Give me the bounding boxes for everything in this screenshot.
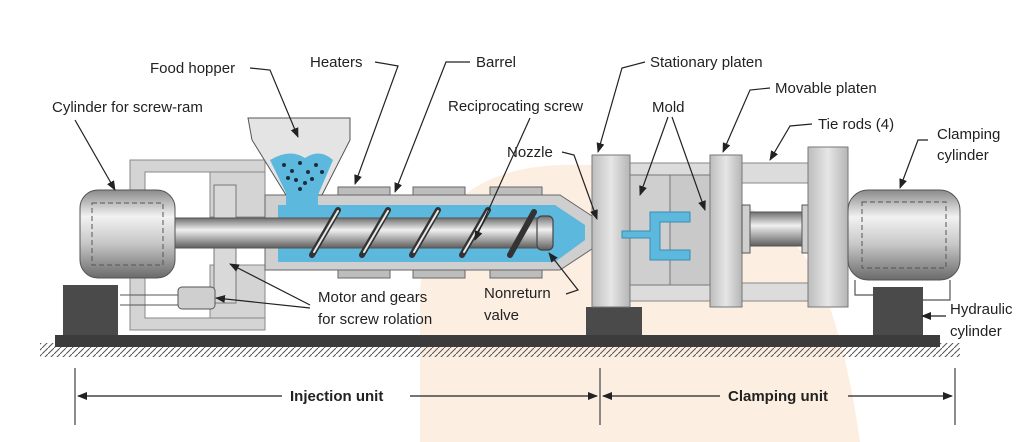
leader-motor-gears-b (215, 294, 311, 309)
label-nozzle: Nozzle (507, 144, 553, 161)
label-movable-platen: Movable platen (775, 80, 877, 97)
label-stationary-platen: Stationary platen (650, 54, 763, 71)
ram-collar-1 (741, 204, 751, 254)
nonreturn-valve (536, 215, 554, 251)
label-clamping-cylinder-2: cylinder (937, 147, 989, 164)
leader-stationary-platen (596, 61, 646, 153)
leader-barrel (394, 61, 470, 193)
label-nonreturn-1: Nonreturn (484, 285, 551, 302)
leader-nozzle (561, 151, 598, 220)
movable-platen (709, 154, 743, 308)
label-nonreturn-2: valve (484, 307, 519, 324)
label-mold: Mold (652, 99, 685, 116)
leader-heaters (354, 61, 399, 185)
leader-food-hopper (249, 67, 299, 138)
dim-injection-unit: Injection unit (290, 388, 383, 405)
leader-motor-gears-a (229, 263, 311, 306)
motor (177, 286, 216, 310)
label-motor-gears-2: for screw rolation (318, 311, 432, 328)
injection-frame (129, 159, 266, 331)
leader-mold-right (671, 116, 706, 211)
pellets (282, 161, 324, 191)
support-foot-middle (586, 307, 642, 335)
leader-cylinder-screw-ram (74, 119, 116, 191)
leader-tie-rods (769, 123, 813, 161)
label-tie-rods: Tie rods (4) (818, 116, 894, 133)
leader-reciprocating-screw (474, 117, 531, 241)
label-hydraulic-2: cylinder (950, 323, 1002, 340)
mold-half-movable (669, 174, 711, 286)
label-food-hopper: Food hopper (150, 60, 235, 77)
motor-leads (120, 294, 178, 306)
label-reciprocating-screw: Reciprocating screw (448, 98, 583, 115)
hydraulic-cylinder-block (873, 287, 923, 335)
screw-shaft (174, 217, 546, 249)
dim-clamping-unit: Clamping unit (728, 388, 828, 405)
hopper-throat (286, 193, 318, 207)
label-barrel: Barrel (476, 54, 516, 71)
screw-ram-cylinder-dash (91, 202, 164, 266)
label-heaters: Heaters (310, 54, 363, 71)
label-motor-gears-1: Motor and gears (318, 289, 427, 306)
machine-base (55, 335, 940, 347)
hydraulic-lines (854, 280, 951, 301)
label-clamping-cylinder-1: Clamping (937, 126, 1000, 143)
leader-mold-left (639, 116, 669, 196)
label-hydraulic-1: Hydraulic (950, 301, 1013, 318)
support-foot-left (63, 285, 118, 335)
leader-clamping-cylinder (899, 139, 928, 189)
leader-nonreturn (548, 252, 579, 295)
label-cylinder-screw-ram: Cylinder for screw-ram (52, 99, 203, 116)
screw-flight-highlights (313, 210, 489, 253)
mold-cavity (621, 211, 691, 261)
heaters-top (337, 186, 543, 196)
clamping-cylinder-dash (861, 201, 947, 269)
heaters-bottom (337, 269, 543, 279)
clamping-cylinder (847, 189, 961, 281)
leader-movable-platen (722, 87, 771, 153)
rear-platen (807, 146, 849, 308)
